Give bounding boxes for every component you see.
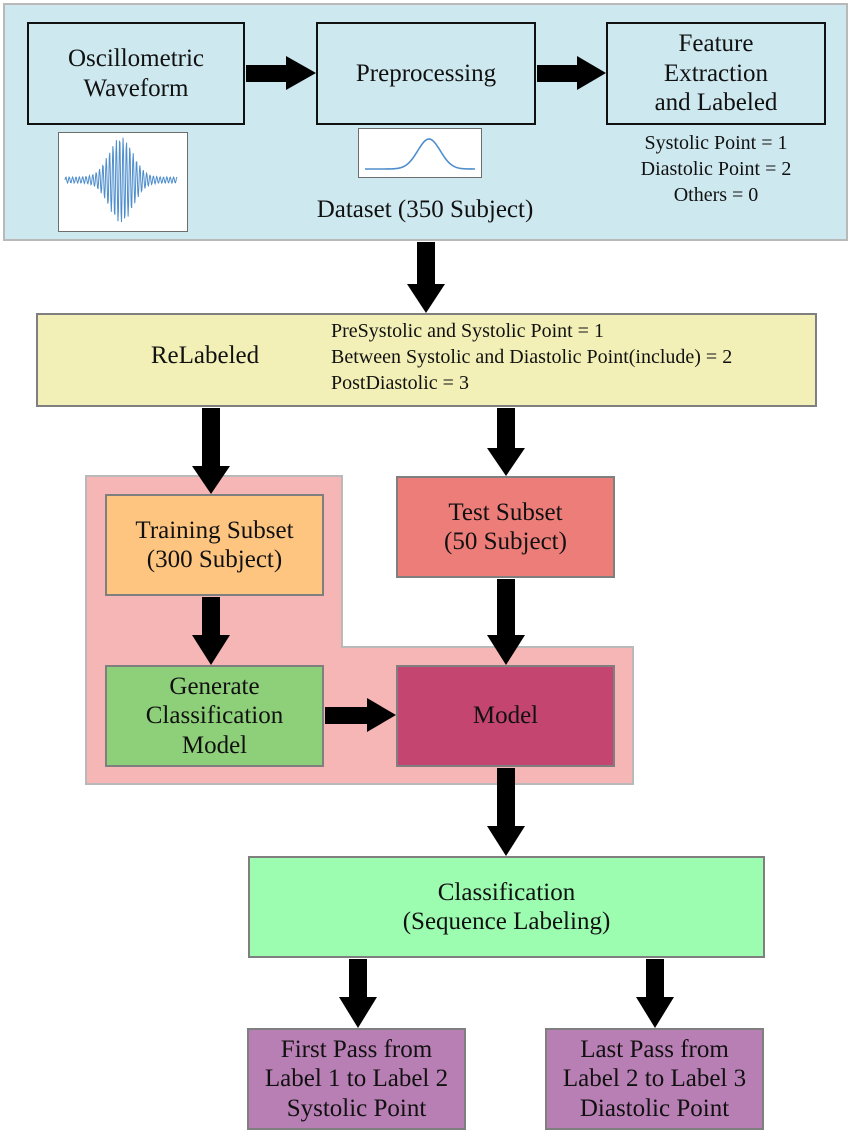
arrow-generate-to-model bbox=[325, 698, 396, 732]
arrow-model-to-classification bbox=[487, 768, 525, 856]
generate-model-line-3: Model bbox=[181, 731, 248, 759]
training-subset-box: Training Subset (300 Subject) bbox=[105, 494, 324, 596]
feature-extraction-line-1: Feature bbox=[678, 30, 754, 58]
oscillometric-waveform-line-2: Waveform bbox=[83, 74, 189, 102]
generate-model-box: Generate Classification Model bbox=[105, 665, 324, 767]
relabeled-rules: PreSystolic and Systolic Point = 1 Betwe… bbox=[331, 318, 732, 396]
test-subset-line-1: Test Subset bbox=[448, 498, 563, 526]
arrow-dataset-to-relabeled bbox=[407, 242, 445, 313]
feature-extraction-line-3: and Labeled bbox=[654, 89, 778, 117]
last-pass-box: Last Pass from Label 2 to Label 3 Diasto… bbox=[545, 1028, 764, 1130]
first-pass-line-3: Systolic Point bbox=[286, 1094, 427, 1122]
relabeled-box bbox=[36, 313, 817, 407]
classification-line-2: (Sequence Labeling) bbox=[402, 908, 611, 935]
first-pass-line-2: Label 1 to Label 2 bbox=[264, 1065, 449, 1093]
relabeled-rule-3: PostDiastolic = 3 bbox=[331, 372, 469, 394]
preprocessing-label: Preprocessing bbox=[355, 59, 497, 87]
training-subset-line-2: (300 Subject) bbox=[146, 546, 283, 573]
generate-model-line-2: Classification bbox=[145, 702, 284, 730]
feature-extraction-line-2: Extraction bbox=[663, 59, 769, 87]
preprocessed-envelope-thumbnail bbox=[358, 128, 482, 178]
test-subset-box: Test Subset (50 Subject) bbox=[396, 476, 615, 578]
training-subset-line-1: Training Subset bbox=[135, 516, 294, 544]
arrow-relabeled-to-test bbox=[487, 408, 525, 476]
arrow-oscillometric-to-preprocessing bbox=[246, 56, 316, 90]
arrow-classification-to-first-pass bbox=[339, 959, 377, 1028]
classification-line-1: Classification bbox=[437, 878, 576, 906]
oscillometric-waveform-box: Oscillometric Waveform bbox=[27, 22, 245, 125]
arrow-classification-to-last-pass bbox=[636, 959, 674, 1028]
arrow-preprocessing-to-feature bbox=[537, 56, 606, 90]
feature-labels: Systolic Point = 1 Diastolic Point = 2 O… bbox=[612, 130, 820, 208]
last-pass-line-3: Diastolic Point bbox=[579, 1094, 730, 1122]
feature-extraction-box: Feature Extraction and Labeled bbox=[606, 22, 826, 125]
feature-label-systolic: Systolic Point = 1 bbox=[644, 132, 788, 154]
relabeled-rule-2: Between Systolic and Diastolic Point(inc… bbox=[331, 346, 733, 368]
arrow-test-to-model bbox=[487, 579, 525, 665]
feature-label-diastolic: Diastolic Point = 2 bbox=[640, 158, 792, 180]
oscillometric-waveform-thumbnail bbox=[58, 132, 188, 232]
first-pass-box: First Pass from Label 1 to Label 2 Systo… bbox=[247, 1028, 466, 1130]
model-label: Model bbox=[472, 702, 539, 730]
preprocessing-box: Preprocessing bbox=[316, 22, 536, 125]
model-box: Model bbox=[396, 665, 615, 767]
oscillometric-waveform-icon bbox=[64, 137, 178, 223]
feature-label-others: Others = 0 bbox=[673, 184, 759, 206]
last-pass-line-2: Label 2 to Label 3 bbox=[562, 1065, 747, 1093]
oscillometric-waveform-line-1: Oscillometric bbox=[67, 45, 205, 72]
first-pass-line-1: First Pass from bbox=[280, 1035, 433, 1063]
last-pass-line-1: Last Pass from bbox=[580, 1035, 729, 1063]
generate-model-line-1: Generate bbox=[169, 672, 260, 700]
arrow-relabeled-to-training bbox=[192, 408, 230, 494]
test-subset-line-2: (50 Subject) bbox=[444, 528, 567, 555]
gaussian-envelope-icon bbox=[365, 138, 475, 170]
relabeled-rule-1: PreSystolic and Systolic Point = 1 bbox=[331, 320, 604, 342]
arrow-training-to-generate bbox=[192, 597, 230, 665]
classification-box: Classification (Sequence Labeling) bbox=[248, 856, 765, 958]
relabeled-title: ReLabeled bbox=[150, 342, 260, 369]
dataset-caption: Dataset (350 Subject) bbox=[316, 196, 534, 223]
